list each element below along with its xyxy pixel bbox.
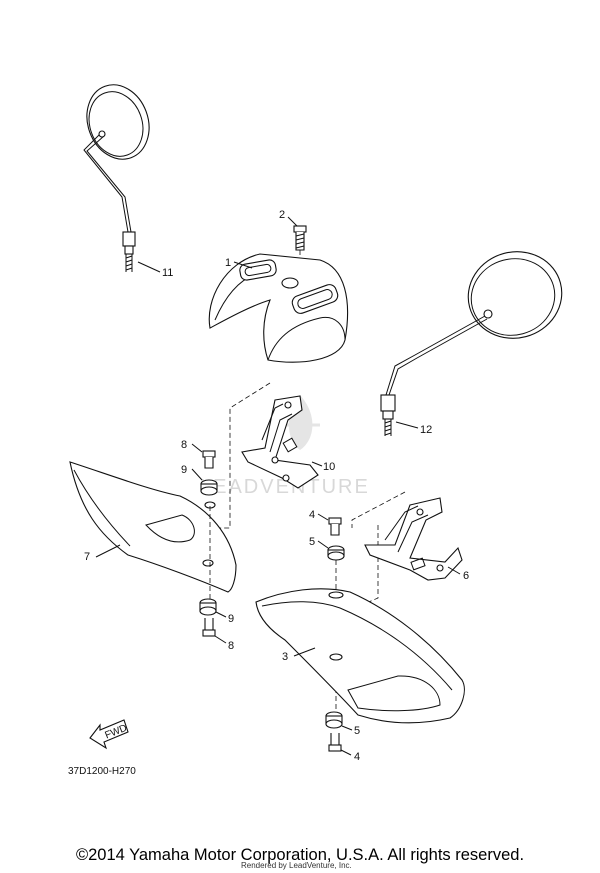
part-10-bracket[interactable] <box>205 382 323 529</box>
rendered-by-text: Rendered by LeadVenture, Inc. <box>241 861 352 870</box>
callout-3: 3 <box>282 651 288 663</box>
callout-6: 6 <box>463 570 469 582</box>
callout-9b: 9 <box>228 613 234 625</box>
part-9-washer-upper-left[interactable] <box>191 468 218 496</box>
callout-4a: 4 <box>309 509 315 521</box>
watermark-text: LEADVENTURE <box>200 476 370 498</box>
callout-4b: 4 <box>354 751 360 763</box>
part-4-bolt-lower-right[interactable] <box>328 733 352 756</box>
callout-7: 7 <box>84 551 90 563</box>
part-12-right-mirror[interactable] <box>380 241 572 436</box>
part-8-bolt-lower-left[interactable] <box>202 618 227 644</box>
callout-2: 2 <box>279 209 285 221</box>
part-7-left-panel[interactable] <box>69 461 237 600</box>
callout-5a: 5 <box>309 536 315 548</box>
fwd-label: FWD <box>103 723 128 742</box>
callout-12: 12 <box>420 424 432 436</box>
part-5-washer-lower-right[interactable] <box>325 711 353 731</box>
callout-11: 11 <box>162 267 173 279</box>
callout-5b: 5 <box>354 725 360 737</box>
part-4-bolt-upper-right[interactable] <box>317 513 342 536</box>
callout-9a: 9 <box>181 464 187 476</box>
part-11-left-mirror[interactable] <box>77 76 161 273</box>
callout-10: 10 <box>323 461 335 473</box>
copyright-notice: ©2014 Yamaha Motor Corporation, U.S.A. A… <box>75 846 525 864</box>
callout-8b: 8 <box>228 640 234 652</box>
part-6-bracket[interactable] <box>344 491 463 613</box>
callouts: 2 1 11 12 8 9 10 4 5 7 6 9 8 3 5 4 <box>84 209 469 763</box>
callout-1: 1 <box>225 257 231 269</box>
part-2-screw[interactable] <box>287 216 307 276</box>
part-8-bolt-upper-left[interactable] <box>191 443 216 469</box>
fwd-arrow-icon: FWD <box>89 719 129 750</box>
part-9-washer-lower-left[interactable] <box>199 598 227 618</box>
part-3-right-panel[interactable] <box>255 588 465 724</box>
diagram-code: 37D1200-H270 <box>68 766 136 777</box>
part-1-cover[interactable] <box>208 253 349 363</box>
callout-8a: 8 <box>181 439 187 451</box>
